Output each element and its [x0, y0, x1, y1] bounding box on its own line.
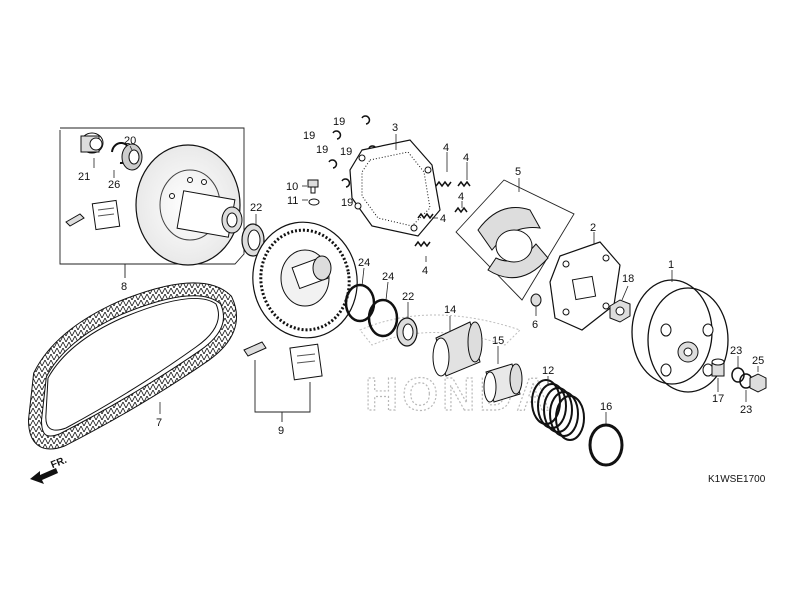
callout-4d: 4 — [440, 213, 446, 225]
needle-bearing — [80, 132, 104, 154]
callout-23b: 23 — [740, 404, 752, 416]
washer-small — [530, 293, 542, 307]
diagram-code: K1WSE1700 — [708, 474, 766, 485]
callout-21: 21 — [78, 171, 90, 183]
clutch-shoes — [477, 207, 549, 279]
direction-label: FR. — [49, 455, 68, 471]
callout-4b: 4 — [463, 152, 469, 164]
callout-20: 20 — [124, 135, 136, 147]
bracket-9 — [254, 360, 311, 422]
small-washer — [308, 198, 320, 206]
callout-3: 3 — [392, 122, 398, 134]
callout-19a: 19 — [333, 116, 345, 128]
driven-face — [252, 221, 358, 339]
drive-face-group-box — [59, 127, 245, 278]
callout-4e: 4 — [422, 265, 428, 277]
callout-12: 12 — [542, 365, 554, 377]
callout-19c: 19 — [316, 144, 328, 156]
callout-10: 10 — [286, 181, 298, 193]
clutch-springs — [414, 180, 471, 248]
pin-small — [65, 213, 85, 227]
pin-guide — [243, 341, 267, 357]
callout-1: 1 — [668, 259, 674, 271]
driven-face-spring — [531, 379, 585, 441]
callout-22a: 22 — [250, 202, 262, 214]
drive-plate — [549, 241, 621, 331]
front-direction-arrow: FR. — [30, 455, 69, 484]
seal-collar — [432, 321, 483, 377]
callout-25: 25 — [752, 355, 764, 367]
callout-7: 7 — [156, 417, 162, 429]
callout-19b: 19 — [303, 130, 315, 142]
callout-17: 17 — [712, 393, 724, 405]
ring-16 — [588, 423, 624, 467]
callout-6: 6 — [532, 319, 538, 331]
callout-19e: 19 — [341, 197, 353, 209]
callout-14: 14 — [444, 304, 456, 316]
callout-5: 5 — [515, 166, 521, 178]
callout-4c: 4 — [458, 191, 464, 203]
ring-24b — [367, 298, 399, 338]
callout-22b: 22 — [402, 291, 414, 303]
hex-nut — [609, 299, 631, 323]
callout-4a: 4 — [443, 142, 449, 154]
honda-watermark: HONDA — [365, 368, 554, 420]
callout-16: 16 — [600, 401, 612, 413]
callout-9: 9 — [278, 425, 284, 437]
drive-face — [135, 144, 243, 266]
callout-18: 18 — [622, 273, 634, 285]
leader-lines — [93, 134, 759, 424]
callout-19d: 19 — [340, 146, 352, 158]
callout-26: 26 — [108, 179, 120, 191]
guide-roller-cam — [483, 363, 523, 403]
callout-labels: 1 2 3 4 4 4 4 4 5 6 7 8 9 10 11 12 14 15… — [78, 116, 764, 437]
callout-2: 2 — [590, 222, 596, 234]
cover-plate — [349, 139, 441, 237]
clutch-box — [455, 179, 575, 301]
collar-17 — [711, 358, 725, 377]
drive-belt — [27, 282, 237, 450]
cap-nut-25 — [749, 373, 767, 393]
callout-8: 8 — [121, 281, 127, 293]
label-tag — [91, 199, 121, 231]
ball-bearing — [121, 143, 143, 171]
label-tag-b — [289, 343, 323, 381]
callout-24b: 24 — [382, 271, 394, 283]
callout-15: 15 — [492, 335, 504, 347]
callout-24a: 24 — [358, 257, 370, 269]
honda-wing-watermark — [359, 314, 521, 346]
screw-pin — [307, 179, 319, 194]
callout-11: 11 — [287, 195, 298, 207]
callout-23a: 23 — [730, 345, 742, 357]
